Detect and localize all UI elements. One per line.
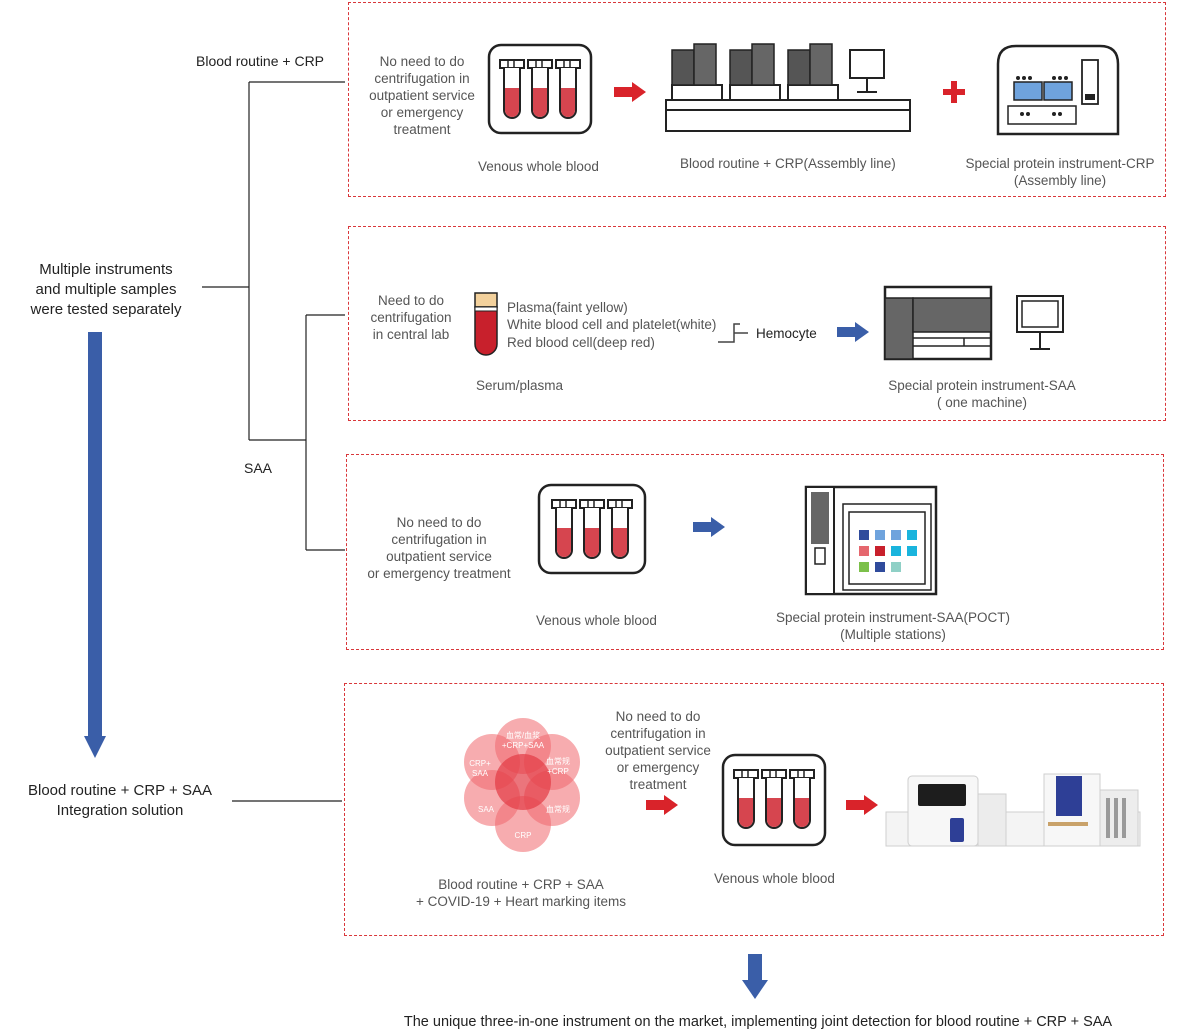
blood-tubes-icon xyxy=(537,483,647,575)
integrated-analyzer-icon xyxy=(885,773,1141,847)
box3-instrument-label: Special protein instrument-SAA(POCT) (Mu… xyxy=(775,610,1011,642)
box2-layer-plasma: Plasma(faint yellow) xyxy=(507,300,628,315)
petal-label: CRP+SAA xyxy=(469,759,491,778)
petal-label: 血常/血浆+CRP+SAA xyxy=(502,730,545,750)
down-arrow-icon xyxy=(84,332,106,758)
footer-caption: The unique three-in-one instrument on th… xyxy=(403,1014,1113,1030)
box2-layer-red: Red blood cell(deep red) xyxy=(507,335,655,350)
box3-note: No need to do centrifugation in outpatie… xyxy=(367,515,511,581)
branch-label-crp: Blood routine + CRP xyxy=(196,53,325,69)
box1-note: No need to do centrifugation in outpatie… xyxy=(369,54,475,137)
blood-tubes-icon xyxy=(721,753,827,847)
box1-instrument2-label: Special protein instrument-CRP (Assembly… xyxy=(965,156,1155,188)
blue-arrow-icon xyxy=(693,517,725,537)
blue-arrow-icon xyxy=(837,322,869,342)
serum-tube-icon xyxy=(474,292,498,356)
process-box-crp xyxy=(348,2,1166,197)
petal-label: SAA xyxy=(478,805,495,814)
box2-instrument-label: Special protein instrument-SAA ( one mac… xyxy=(888,378,1076,410)
red-arrow-icon xyxy=(846,795,878,815)
box3-sample-label: Venous whole blood xyxy=(536,613,657,628)
down-arrow-icon xyxy=(742,954,768,999)
petal-label: 血常规+CRP xyxy=(546,756,570,776)
blood-tubes-icon xyxy=(487,43,593,135)
poct-instrument-icon xyxy=(804,485,938,596)
monitor-icon xyxy=(1016,295,1064,350)
left-top-title: Multiple instruments and multiple sample… xyxy=(30,261,182,318)
box1-sample-label: Venous whole blood xyxy=(478,159,599,174)
plus-icon xyxy=(943,81,965,103)
left-bottom-title: Blood routine + CRP + SAA Integration so… xyxy=(28,782,212,819)
branch-label-saa: SAA xyxy=(244,460,273,476)
petal-label: CRP xyxy=(515,831,532,840)
petal-label: 血常规 xyxy=(546,804,570,814)
protein-instrument-saa-icon xyxy=(883,285,993,361)
process-box-integration xyxy=(344,683,1164,936)
box1-instrument1-label: Blood routine + CRP(Assembly line) xyxy=(680,156,896,171)
red-arrow-icon xyxy=(614,82,646,102)
test-items-flower-icon: 血常/血浆+CRP+SAA 血常规+CRP 血常规 CRP SAA CRP+SA… xyxy=(464,718,580,852)
box2-sample-label: Serum/plasma xyxy=(476,378,564,393)
red-arrow-icon xyxy=(646,795,678,815)
protein-instrument-crp-icon xyxy=(996,44,1120,136)
box4-note: No need to do centrifugation in outpatie… xyxy=(605,709,711,792)
box4-items-label: Blood routine + CRP + SAA + COVID-19 + H… xyxy=(415,877,627,909)
box2-hemocyte-label: Hemocyte xyxy=(756,326,817,341)
box2-note: Need to do centrifugation in central lab xyxy=(370,293,452,342)
process-box-saa-central xyxy=(348,226,1166,421)
process-box-saa-poct xyxy=(346,454,1164,650)
box2-layer-white: White blood cell and platelet(white) xyxy=(507,317,717,332)
box4-sample-label: Venous whole blood xyxy=(714,871,835,886)
assembly-line-icon xyxy=(665,43,911,132)
bracket-connector-icon xyxy=(718,323,748,343)
